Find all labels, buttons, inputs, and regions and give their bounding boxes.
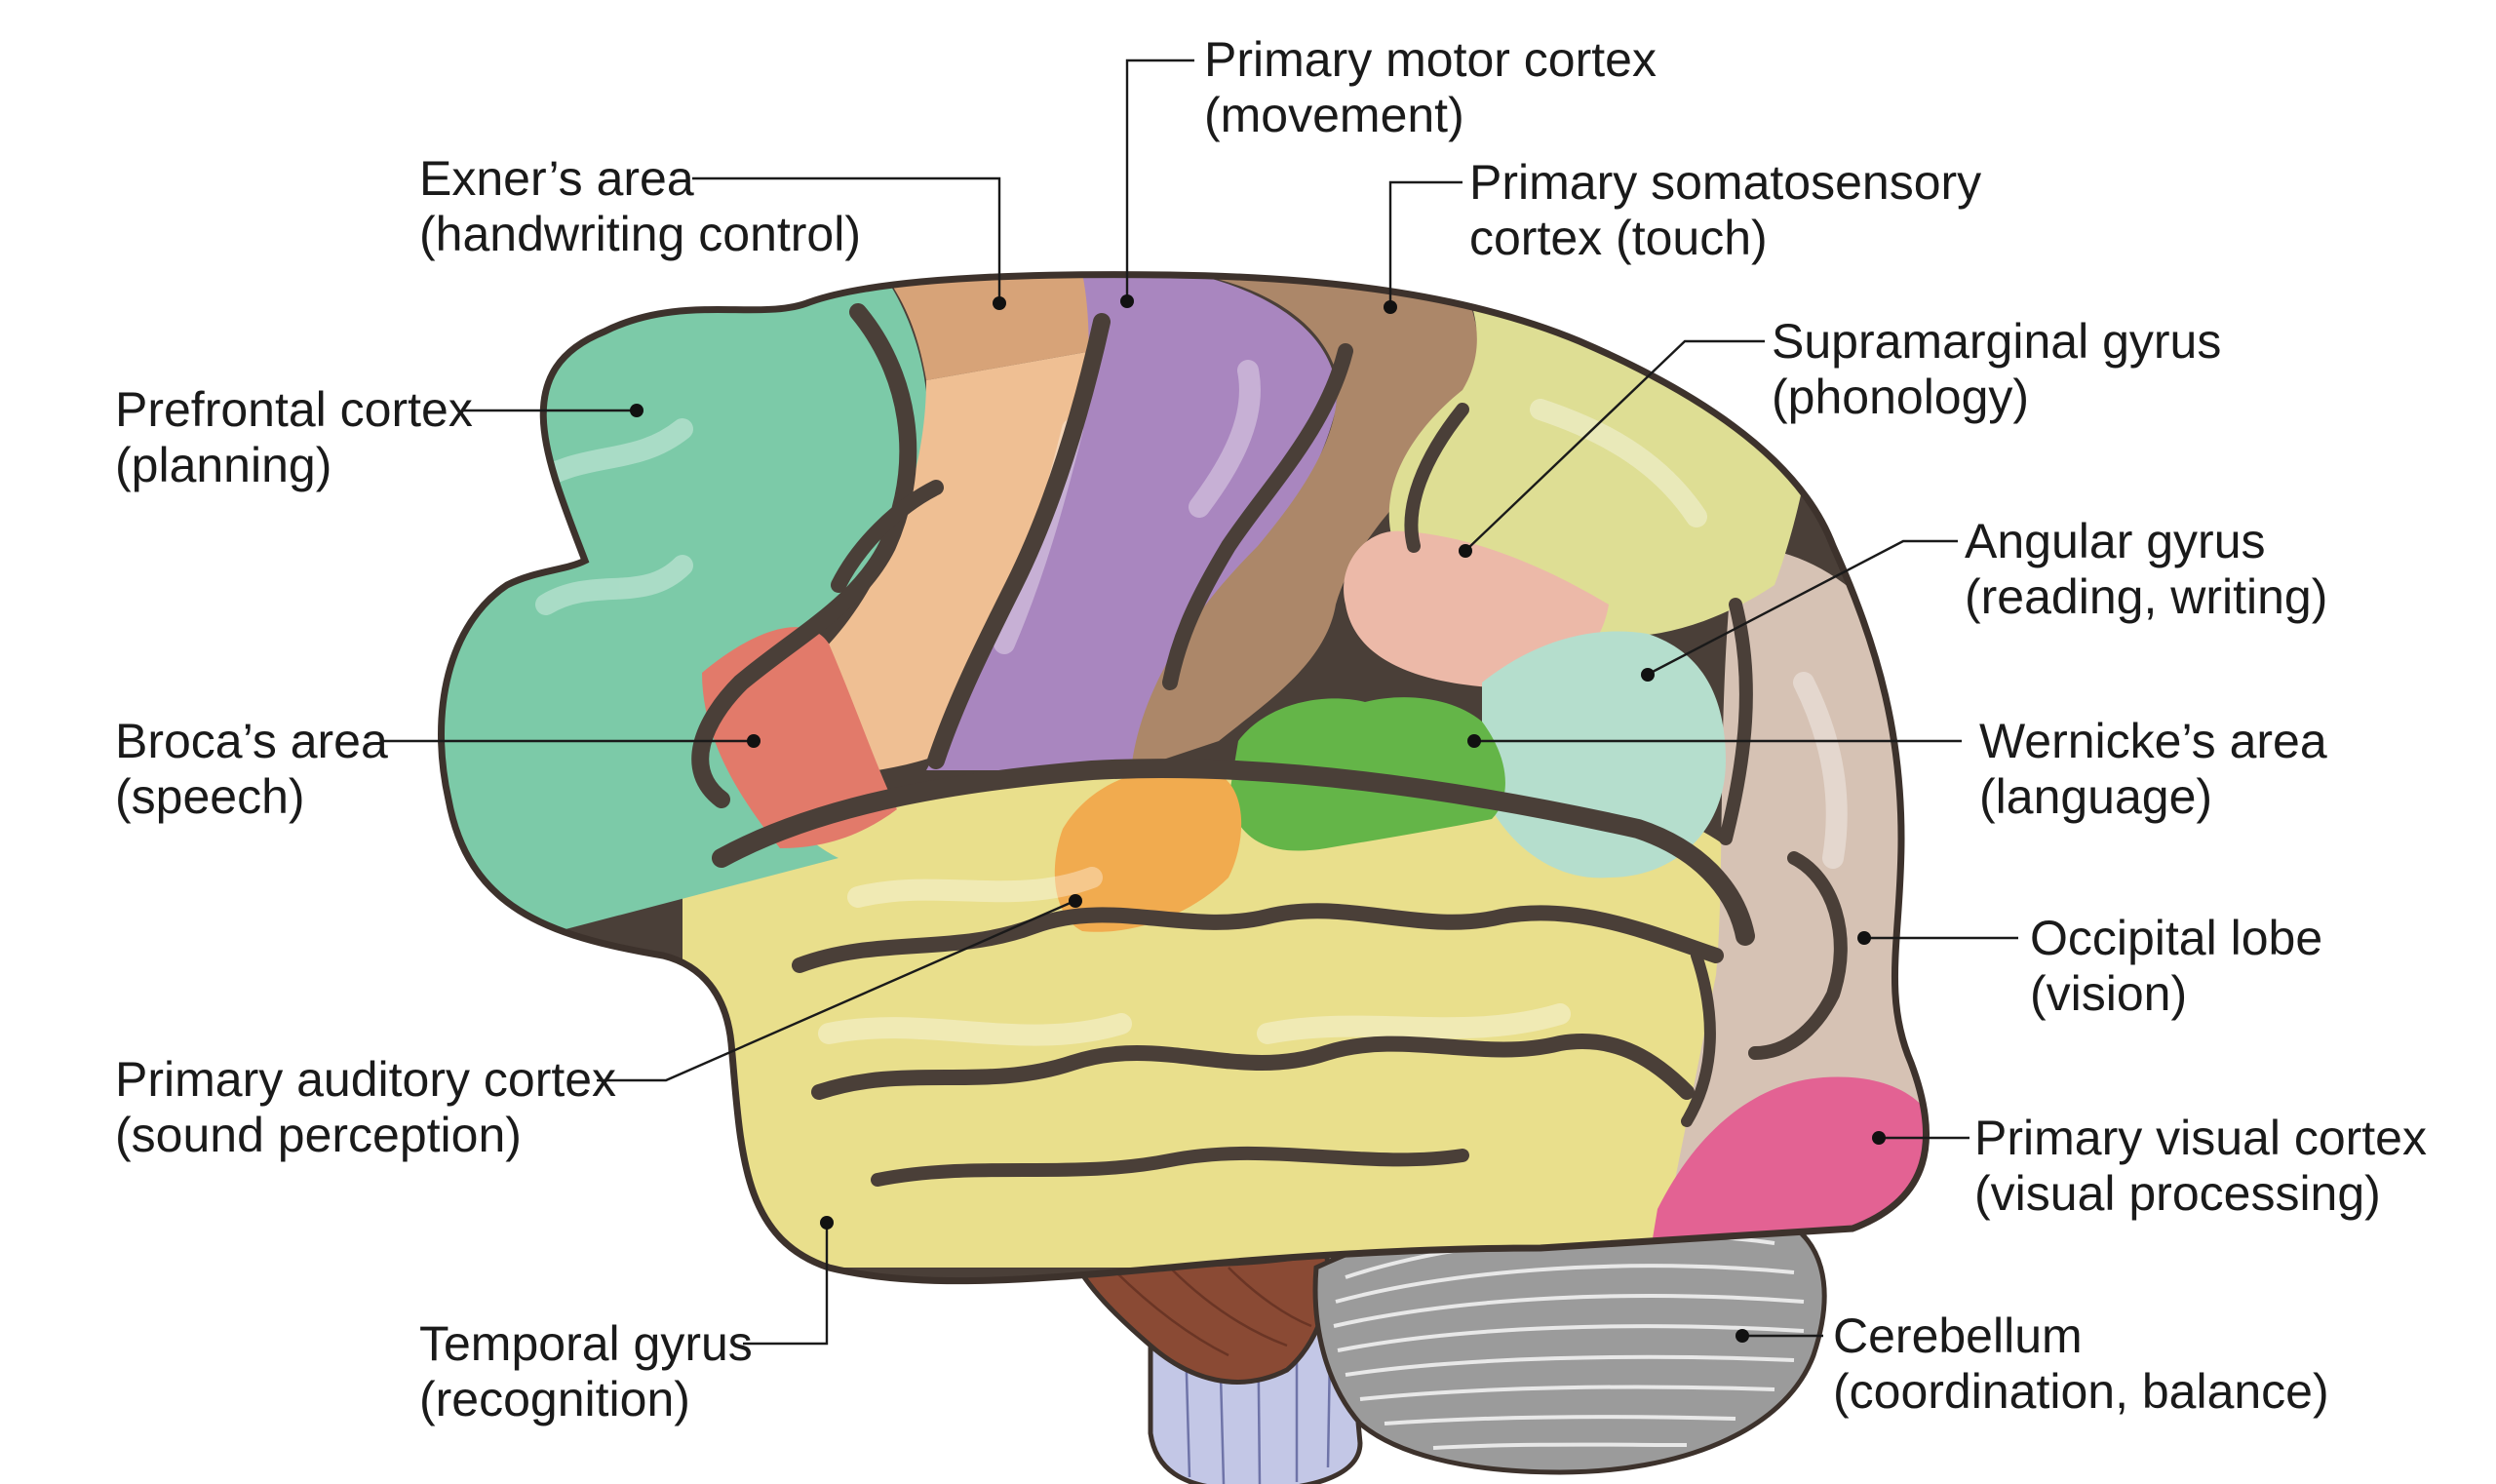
label-temporal: Temporal gyrus (recognition) <box>419 1216 834 1426</box>
label-supramarginal-line2: (phonology) <box>1772 370 2029 424</box>
label-temporal-line1: Temporal gyrus <box>419 1316 753 1371</box>
label-occipital-line1: Occipital lobe <box>2030 911 2322 965</box>
region-auditory <box>1054 767 1242 932</box>
marker-cerebellum <box>1736 1329 1749 1343</box>
marker-prefrontal <box>630 404 644 417</box>
marker-broca <box>747 734 760 748</box>
label-motor-line2: (movement) <box>1204 88 1464 142</box>
label-exner-line2: (handwriting control) <box>419 207 861 261</box>
region-temporal <box>682 776 1794 1268</box>
label-prefrontal: Prefrontal cortex (planning) <box>115 382 644 492</box>
label-supramarginal-line1: Supramarginal gyrus <box>1772 314 2221 369</box>
label-cerebellum-line1: Cerebellum <box>1833 1308 2083 1363</box>
label-occipital: Occipital lobe (vision) <box>1857 911 2322 1021</box>
label-temporal-line2: (recognition) <box>419 1372 690 1426</box>
label-broca-line2: (speech) <box>115 769 305 824</box>
leader-motor <box>1125 59 1194 298</box>
label-motor: Primary motor cortex (movement) <box>1120 32 1657 308</box>
label-somatosensory: Primary somatosensory cortex (touch) <box>1384 155 1981 314</box>
label-auditory-line2: (sound perception) <box>115 1108 522 1162</box>
marker-somatosensory <box>1384 300 1397 314</box>
label-broca: Broca’s area (speech) <box>115 714 760 824</box>
leader-auditory <box>597 900 1073 1082</box>
leader-exner <box>692 176 1001 300</box>
region-somatosensory <box>1131 274 1480 770</box>
sulci <box>691 303 1848 1187</box>
label-cerebellum: Cerebellum (coordination, balance) <box>1736 1308 2329 1419</box>
marker-auditory <box>1069 894 1082 908</box>
label-broca-line1: Broca’s area <box>115 714 388 768</box>
leader-somatosensory <box>1388 180 1462 304</box>
region-angular <box>1482 631 1726 879</box>
leader-supramarginal <box>1466 339 1765 550</box>
marker-temporal <box>820 1216 834 1230</box>
label-prefrontal-line2: (planning) <box>115 438 332 492</box>
label-auditory-line1: Primary auditory cortex <box>115 1052 616 1107</box>
marker-occipital <box>1857 931 1871 945</box>
label-somatosensory-line2: cortex (touch) <box>1469 211 1768 265</box>
marker-motor <box>1120 294 1134 308</box>
cerebrum <box>441 274 1927 1281</box>
label-somatosensory-line1: Primary somatosensory <box>1469 155 1981 210</box>
label-exner-line1: Exner’s area <box>419 151 694 206</box>
label-supramarginal: Supramarginal gyrus (phonology) <box>1459 314 2221 558</box>
marker-wernicke <box>1467 734 1481 748</box>
label-auditory: Primary auditory cortex (sound perceptio… <box>115 894 1082 1162</box>
label-wernicke-line2: (language) <box>1979 769 2212 824</box>
label-motor-line1: Primary motor cortex <box>1204 32 1657 87</box>
leader-temporal <box>743 1226 829 1346</box>
label-angular: Angular gyrus (reading, writing) <box>1641 514 2327 682</box>
marker-supramarginal <box>1459 544 1472 558</box>
label-visual: Primary visual cortex (visual processing… <box>1872 1111 2427 1221</box>
label-occipital-line2: (vision) <box>2030 966 2187 1021</box>
cerebrum-outline <box>438 271 1930 1285</box>
label-angular-line2: (reading, writing) <box>1965 569 2327 624</box>
pons-striations <box>1111 1267 1312 1357</box>
label-wernicke-line1: Wernicke’s area <box>1979 714 2327 768</box>
label-angular-line1: Angular gyrus <box>1965 514 2266 568</box>
marker-visual <box>1872 1131 1886 1145</box>
label-prefrontal-line1: Prefrontal cortex <box>115 382 473 437</box>
label-cerebellum-line2: (coordination, balance) <box>1833 1364 2329 1419</box>
label-exner: Exner’s area (handwriting control) <box>419 151 1006 310</box>
marker-exner <box>993 296 1006 310</box>
label-visual-line2: (visual processing) <box>1974 1166 2381 1221</box>
label-visual-line1: Primary visual cortex <box>1974 1111 2427 1165</box>
leader-angular <box>1650 539 1958 675</box>
region-motor <box>926 274 1337 770</box>
marker-angular <box>1641 668 1655 682</box>
label-wernicke: Wernicke’s area (language) <box>1467 714 2327 824</box>
